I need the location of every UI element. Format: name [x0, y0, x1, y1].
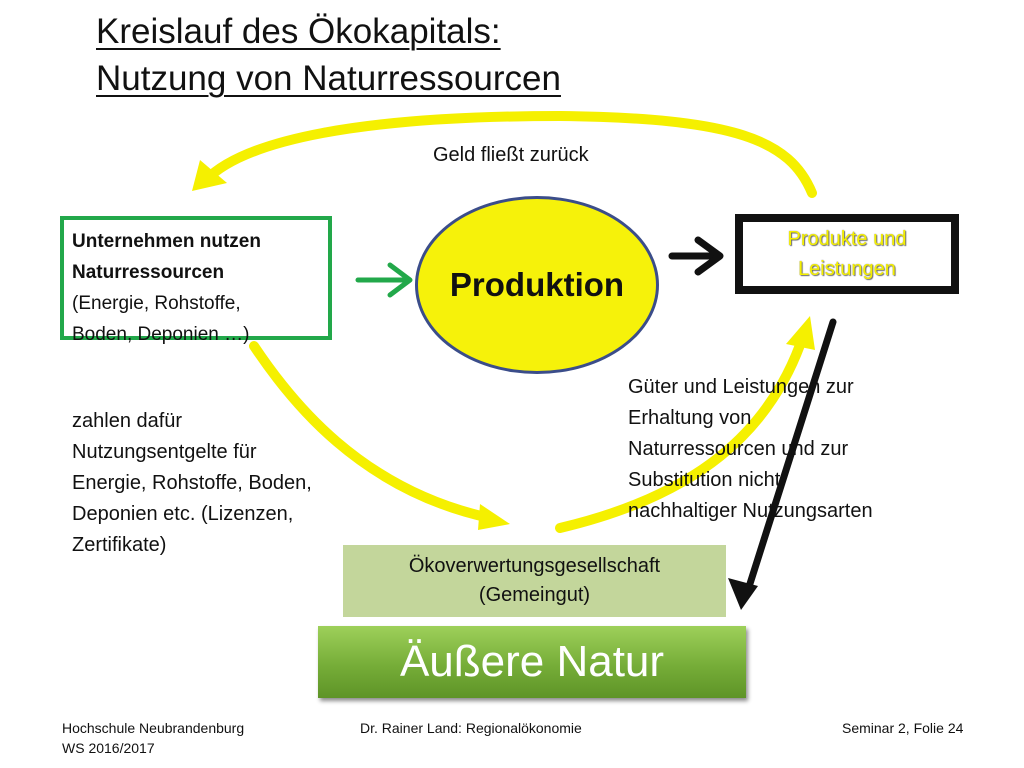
goods-line: nachhaltiger Nutzungsarten	[628, 500, 873, 522]
production-ellipse: Produktion	[415, 196, 659, 374]
footer-slide-number: Seminar 2, Folie 24	[842, 720, 964, 736]
goods-line: Erhaltung von	[628, 407, 752, 429]
output-arrowhead	[694, 236, 724, 276]
waste-arrowhead	[728, 578, 758, 610]
companies-line-1: Unternehmen nutzen	[72, 231, 261, 252]
money-return-arrow	[201, 110, 817, 198]
products-box: Produkte und Leistungen	[735, 214, 959, 294]
eco-society-line-1: Ökoverwertungsgesellschaft	[408, 555, 661, 577]
products-line-2: Leistungen	[798, 258, 896, 280]
payment-line: zahlen dafür	[72, 410, 183, 432]
companies-box: Unternehmen nutzen Naturressourcen (Ener…	[60, 216, 332, 345]
money-return-label: Geld fließt zurück	[433, 144, 589, 166]
footer-institution: Hochschule Neubrandenburg WS 2016/2017	[62, 718, 244, 758]
goods-arrowhead	[786, 316, 815, 350]
footer-institution-line-1: Hochschule Neubrandenburg	[62, 720, 245, 736]
companies-line-4: Boden, Deponien …)	[72, 324, 250, 345]
payment-line: Energie, Rohstoffe, Boden,	[72, 472, 312, 494]
payment-line: Deponien etc. (Lizenzen,	[72, 503, 294, 525]
goods-arrow	[555, 340, 805, 533]
slide-title: Kreislauf des Ökokapitals: Nutzung von N…	[96, 8, 561, 102]
money-return-arrowhead	[192, 160, 227, 191]
goods-line: Substitution nicht	[628, 469, 781, 491]
payment-line: Zertifikate)	[72, 534, 167, 556]
companies-line-3: (Energie, Rohstoffe,	[72, 293, 241, 314]
products-line-1: Produkte und	[787, 228, 907, 250]
goods-line: Güter und Leistungen zur	[628, 376, 854, 398]
companies-line-2: Naturressourcen	[72, 262, 225, 283]
production-label: Produktion	[449, 266, 625, 303]
waste-arrow	[744, 318, 837, 594]
goods-line: Naturressourcen und zur	[628, 438, 849, 460]
payment-arrowhead	[478, 504, 510, 530]
footer-institution-line-2: WS 2016/2017	[62, 740, 155, 756]
nature-label: Äußere Natur	[399, 637, 665, 686]
nature-box: Äußere Natur	[318, 626, 746, 698]
eco-society-box: Ökoverwertungsgesellschaft (Gemeingut)	[343, 545, 726, 617]
payment-line: Nutzungsentgelte für	[72, 441, 257, 463]
title-line-2: Nutzung von Naturressourcen	[96, 59, 561, 98]
eco-society-line-2: (Gemeingut)	[478, 584, 591, 606]
title-line-1: Kreislauf des Ökokapitals:	[96, 12, 501, 51]
payment-arrow	[249, 341, 495, 523]
footer-author: Dr. Rainer Land: Regionalökonomie	[360, 720, 582, 736]
use-arrowhead	[387, 262, 413, 298]
payment-text: zahlen dafür Nutzungsentgelte für Energi…	[72, 406, 362, 561]
goods-text: Güter und Leistungen zur Erhaltung von N…	[628, 372, 958, 527]
